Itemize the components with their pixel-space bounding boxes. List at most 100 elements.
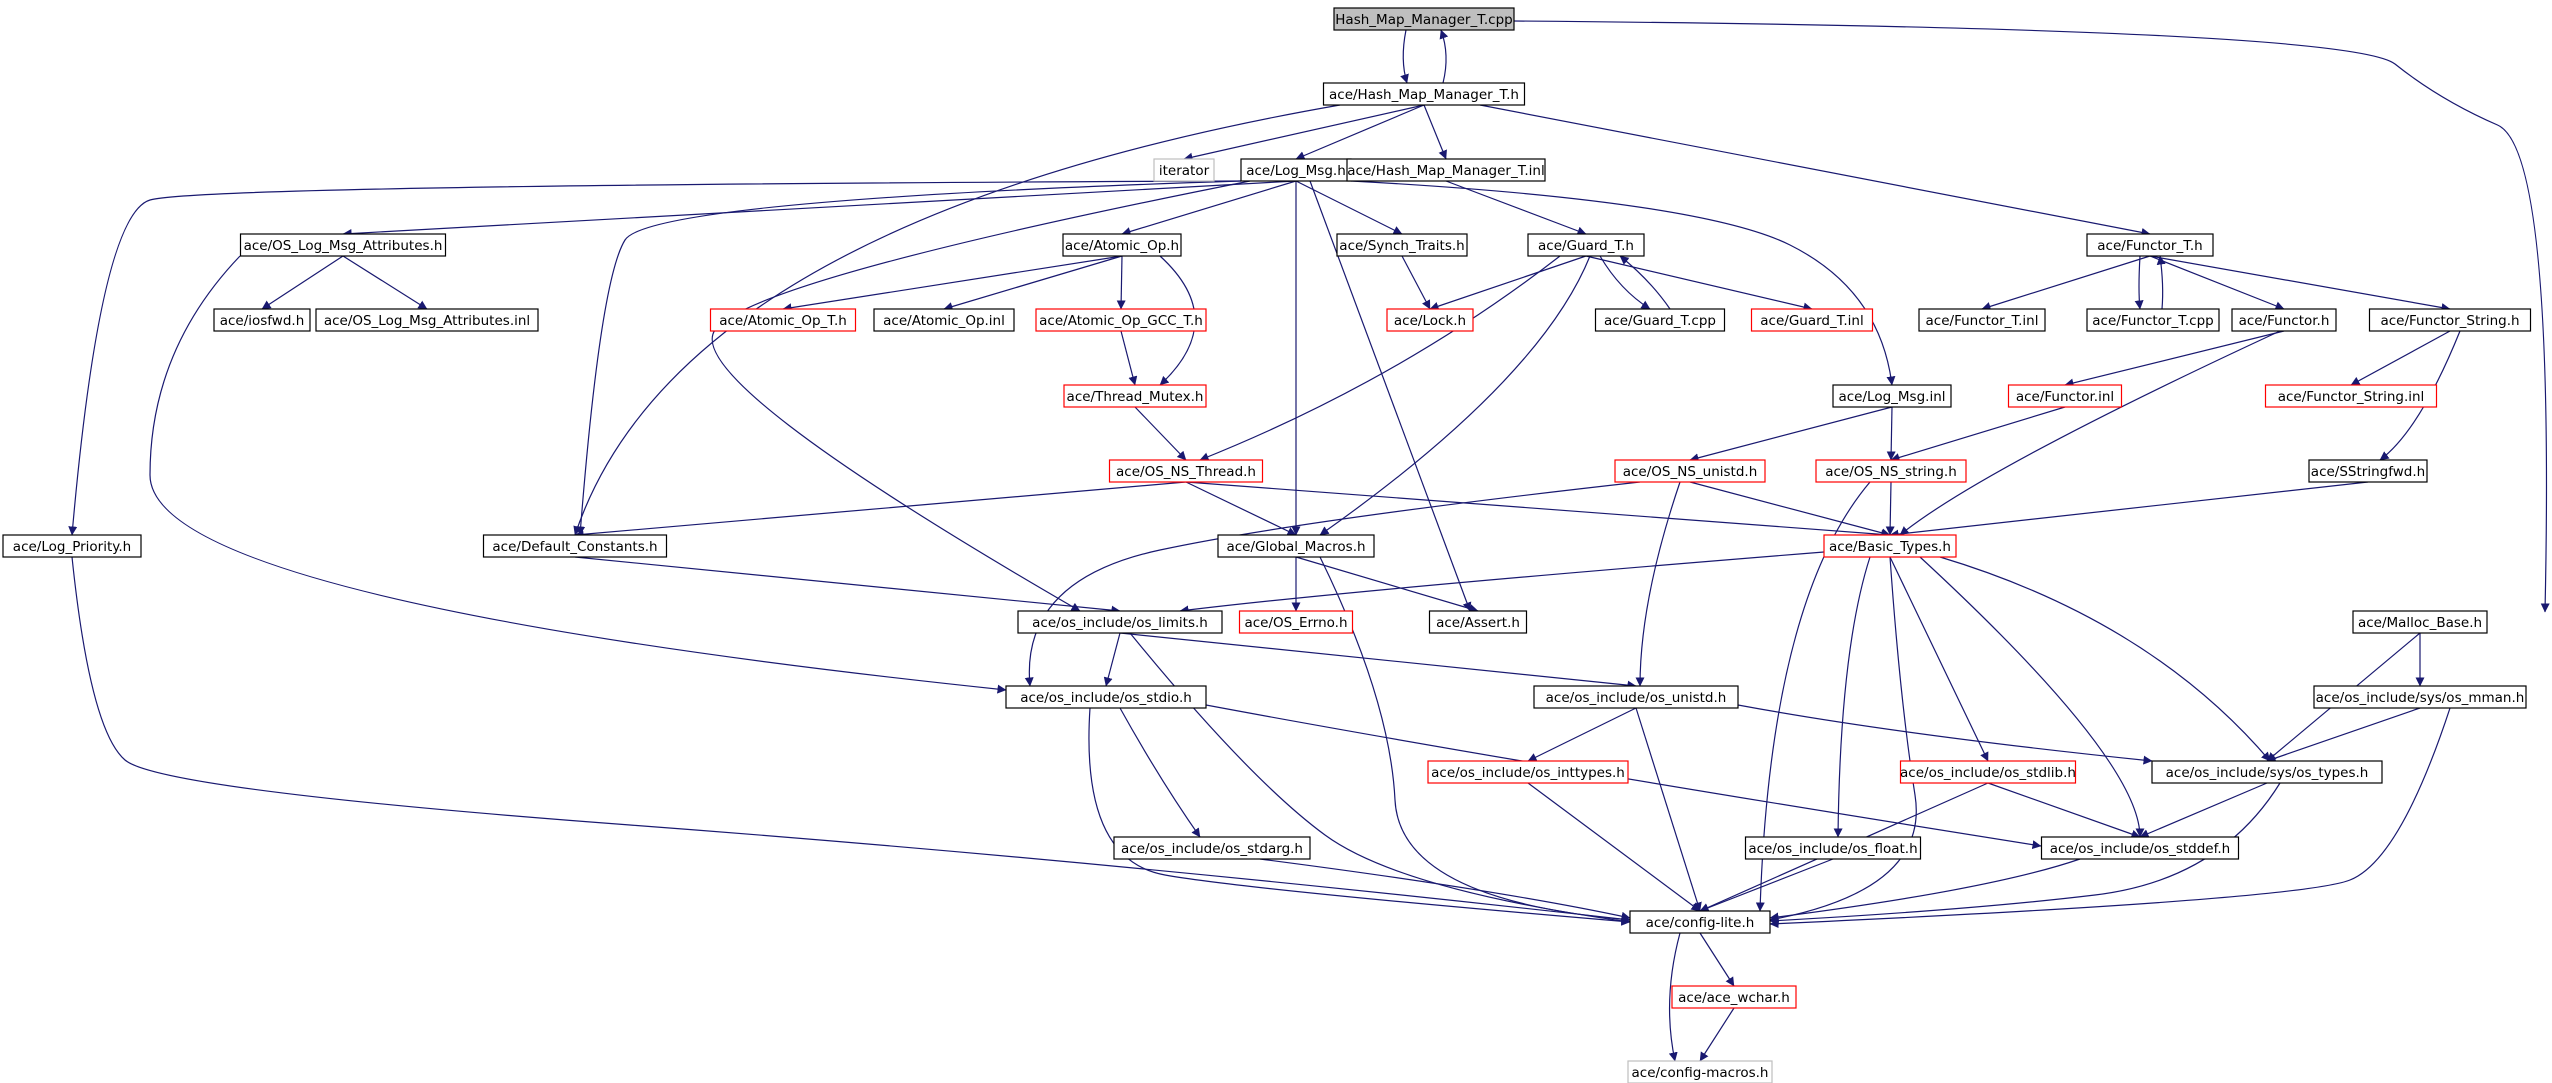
node-ace_wchar[interactable]: ace/ace_wchar.h: [1671, 985, 1797, 1009]
node-os_ns_string[interactable]: ace/OS_NS_string.h: [1815, 459, 1967, 483]
node-config_lite[interactable]: ace/config-lite.h: [1629, 910, 1771, 934]
node-box-config_lite[interactable]: [1629, 910, 1771, 934]
node-box-atomic_gcc[interactable]: [1035, 308, 1207, 332]
node-synch_h[interactable]: ace/Synch_Traits.h: [1336, 233, 1468, 257]
node-box-os_unistd[interactable]: [1533, 685, 1739, 709]
node-box-os_stdio[interactable]: [1005, 685, 1207, 709]
node-sys_mman[interactable]: ace/os_include/sys/os_mman.h: [2313, 685, 2527, 709]
node-assert_h[interactable]: ace/Assert.h: [1428, 610, 1528, 634]
node-box-os_stdarg[interactable]: [1113, 836, 1311, 860]
node-box-os_inttypes[interactable]: [1427, 760, 1629, 784]
node-config_macros[interactable]: ace/config-macros.h: [1627, 1060, 1773, 1083]
node-hmm_h[interactable]: ace/Hash_Map_Manager_T.h: [1322, 82, 1526, 106]
node-hmm_inl[interactable]: ace/Hash_Map_Manager_T.inl: [1346, 158, 1546, 182]
node-box-atomic_t_h[interactable]: [709, 308, 857, 332]
edge-hmm_h-to-default_const: [573, 104, 1341, 536]
node-box-functor_str_inl[interactable]: [2264, 384, 2438, 408]
node-default_const[interactable]: ace/Default_Constants.h: [482, 534, 668, 558]
node-os_ns_unistd[interactable]: ace/OS_NS_unistd.h: [1614, 459, 1766, 483]
node-box-functor_t_cpp[interactable]: [2086, 308, 2220, 332]
node-functor_str_h[interactable]: ace/Functor_String.h: [2368, 308, 2532, 332]
node-os_stdio[interactable]: ace/os_include/os_stdio.h: [1005, 685, 1207, 709]
node-lock_h[interactable]: ace/Lock.h: [1386, 308, 1474, 332]
node-os_stdarg[interactable]: ace/os_include/os_stdarg.h: [1113, 836, 1311, 860]
node-box-root[interactable]: [1333, 7, 1515, 31]
node-box-log_priority[interactable]: [2, 534, 142, 558]
node-os_limits[interactable]: ace/os_include/os_limits.h: [1017, 610, 1223, 634]
node-box-assert_h[interactable]: [1428, 610, 1528, 634]
node-basic_types[interactable]: ace/Basic_Types.h: [1823, 534, 1957, 558]
node-box-os_stddef[interactable]: [2040, 836, 2240, 860]
node-iterator[interactable]: iterator: [1153, 158, 1215, 182]
node-malloc_base[interactable]: ace/Malloc_Base.h: [2352, 610, 2488, 634]
node-functor_inl[interactable]: ace/Functor.inl: [2007, 384, 2123, 408]
node-box-global_macros[interactable]: [1217, 534, 1375, 558]
node-box-synch_h[interactable]: [1336, 233, 1468, 257]
node-box-os_ns_thread[interactable]: [1108, 459, 1264, 483]
node-sstringfwd[interactable]: ace/SStringfwd.h: [2308, 459, 2428, 483]
node-functor_str_inl[interactable]: ace/Functor_String.inl: [2264, 384, 2438, 408]
node-box-guard_inl[interactable]: [1750, 308, 1874, 332]
node-box-functor_h[interactable]: [2231, 308, 2337, 332]
node-os_ns_thread[interactable]: ace/OS_NS_Thread.h: [1108, 459, 1264, 483]
node-box-basic_types[interactable]: [1823, 534, 1957, 558]
node-log_priority[interactable]: ace/Log_Priority.h: [2, 534, 142, 558]
node-box-hmm_inl[interactable]: [1346, 158, 1546, 182]
node-box-lock_h[interactable]: [1386, 308, 1474, 332]
node-box-os_ns_unistd[interactable]: [1614, 459, 1766, 483]
node-box-thread_mutex[interactable]: [1063, 384, 1207, 408]
node-iosfwd[interactable]: ace/iosfwd.h: [213, 308, 311, 332]
node-box-os_errno[interactable]: [1238, 610, 1354, 634]
node-box-sys_mman[interactable]: [2313, 685, 2527, 709]
node-box-atomic_inl[interactable]: [873, 308, 1015, 332]
node-global_macros[interactable]: ace/Global_Macros.h: [1217, 534, 1375, 558]
node-oslma_h[interactable]: ace/OS_Log_Msg_Attributes.h: [239, 233, 447, 257]
node-os_errno[interactable]: ace/OS_Errno.h: [1238, 610, 1354, 634]
node-functor_t_cpp[interactable]: ace/Functor_T.cpp: [2086, 308, 2220, 332]
node-guard_inl[interactable]: ace/Guard_T.inl: [1750, 308, 1874, 332]
node-box-config_macros[interactable]: [1627, 1060, 1773, 1083]
node-box-ace_wchar[interactable]: [1671, 985, 1797, 1009]
node-box-functor_t_inl[interactable]: [1918, 308, 2046, 332]
node-oslma_inl[interactable]: ace/OS_Log_Msg_Attributes.inl: [315, 308, 539, 332]
node-box-default_const[interactable]: [482, 534, 668, 558]
node-functor_t_h[interactable]: ace/Functor_T.h: [2086, 233, 2214, 257]
node-guard_h[interactable]: ace/Guard_T.h: [1527, 233, 1645, 257]
node-box-sys_types[interactable]: [2151, 760, 2383, 784]
node-functor_h[interactable]: ace/Functor.h: [2231, 308, 2337, 332]
node-box-os_float[interactable]: [1744, 836, 1922, 860]
node-box-os_ns_string[interactable]: [1815, 459, 1967, 483]
node-os_inttypes[interactable]: ace/os_include/os_inttypes.h: [1427, 760, 1629, 784]
node-box-oslma_h[interactable]: [239, 233, 447, 257]
node-atomic_inl[interactable]: ace/Atomic_Op.inl: [873, 308, 1015, 332]
node-atomic_gcc[interactable]: ace/Atomic_Op_GCC_T.h: [1035, 308, 1207, 332]
node-box-iosfwd[interactable]: [213, 308, 311, 332]
node-atomic_t_h[interactable]: ace/Atomic_Op_T.h: [709, 308, 857, 332]
node-sys_types[interactable]: ace/os_include/sys/os_types.h: [2151, 760, 2383, 784]
node-box-malloc_base[interactable]: [2352, 610, 2488, 634]
node-guard_cpp[interactable]: ace/Guard_T.cpp: [1594, 308, 1726, 332]
node-box-os_stdlib[interactable]: [1899, 760, 2077, 784]
node-atomic_h[interactable]: ace/Atomic_Op.h: [1062, 233, 1182, 257]
node-box-guard_cpp[interactable]: [1594, 308, 1726, 332]
node-os_stdlib[interactable]: ace/os_include/os_stdlib.h: [1899, 760, 2077, 784]
node-box-functor_inl[interactable]: [2007, 384, 2123, 408]
node-box-sstringfwd[interactable]: [2308, 459, 2428, 483]
node-box-oslma_inl[interactable]: [315, 308, 539, 332]
node-box-functor_str_h[interactable]: [2368, 308, 2532, 332]
node-root[interactable]: Hash_Map_Manager_T.cpp: [1333, 7, 1515, 31]
node-functor_t_inl[interactable]: ace/Functor_T.inl: [1918, 308, 2046, 332]
node-box-iterator[interactable]: [1153, 158, 1215, 182]
node-thread_mutex[interactable]: ace/Thread_Mutex.h: [1063, 384, 1207, 408]
node-box-atomic_h[interactable]: [1062, 233, 1182, 257]
node-logmsg_inl[interactable]: ace/Log_Msg.inl: [1832, 384, 1952, 408]
node-box-os_limits[interactable]: [1017, 610, 1223, 634]
node-os_unistd[interactable]: ace/os_include/os_unistd.h: [1533, 685, 1739, 709]
node-os_stddef[interactable]: ace/os_include/os_stddef.h: [2040, 836, 2240, 860]
node-logmsg_h[interactable]: ace/Log_Msg.h: [1240, 158, 1352, 182]
node-box-guard_h[interactable]: [1527, 233, 1645, 257]
node-box-logmsg_inl[interactable]: [1832, 384, 1952, 408]
node-box-functor_t_h[interactable]: [2086, 233, 2214, 257]
node-os_float[interactable]: ace/os_include/os_float.h: [1744, 836, 1922, 860]
node-box-hmm_h[interactable]: [1322, 82, 1526, 106]
